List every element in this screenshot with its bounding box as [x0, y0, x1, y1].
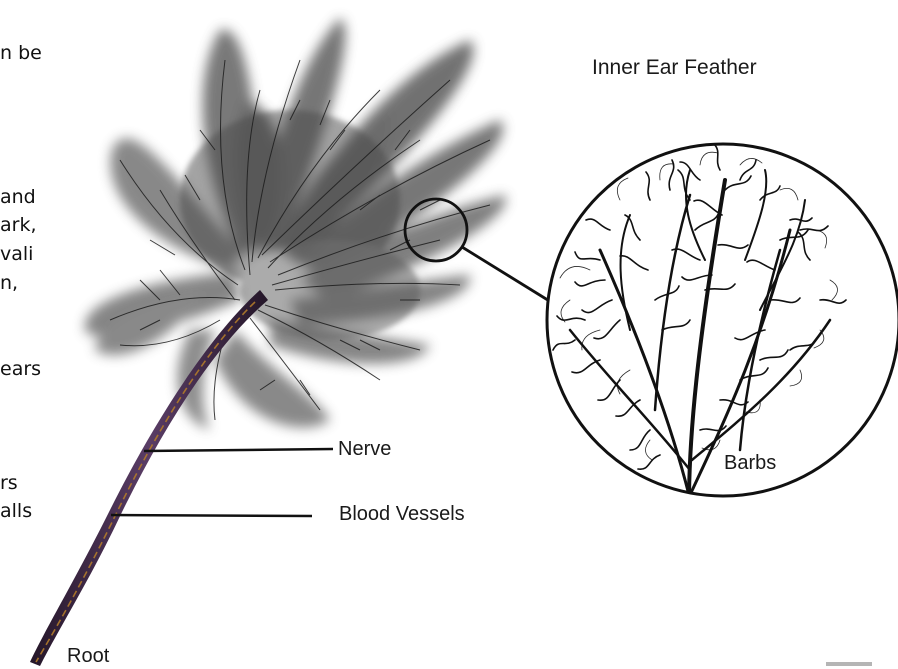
side-text-fragment-8: alls — [0, 500, 32, 522]
diagram-title: Inner Ear Feather — [592, 56, 757, 80]
nerve-leader-line — [144, 449, 333, 451]
side-text-fragment-4: vali — [0, 243, 33, 265]
blood-vessels-leader-line — [111, 515, 312, 516]
zoom-circle — [547, 144, 898, 496]
side-text-fragment-3: ark, — [0, 214, 37, 236]
scale-bar — [826, 662, 872, 666]
blood-vessels-label: Blood Vessels — [339, 503, 465, 526]
barbs-label: Barbs — [722, 452, 778, 475]
nerve-label: Nerve — [338, 438, 391, 461]
side-text-fragment-6: ears — [0, 358, 41, 380]
side-text-fragment-7: rs — [0, 472, 18, 494]
side-text-fragment-2: and — [0, 186, 36, 208]
side-text-fragment-1: n be — [0, 42, 42, 64]
feather-vane — [85, 18, 506, 430]
side-text-fragment-5: n, — [0, 272, 18, 294]
root-label: Root — [67, 645, 109, 668]
magnifier-connector — [462, 247, 551, 302]
